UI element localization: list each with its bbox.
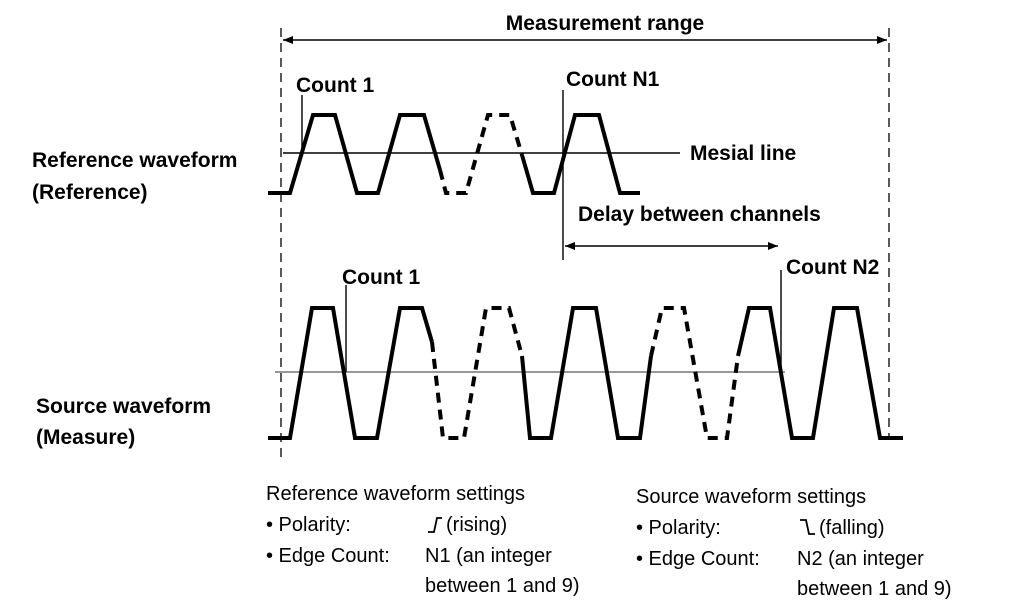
src-polarity-value: (falling) [819, 517, 885, 539]
reference-waveform-dashed [438, 113, 524, 195]
mesial-line-label: Mesial line [690, 142, 796, 165]
delay-label: Delay between channels [578, 203, 821, 226]
src-edge-count-value-2: between 1 and 9) [797, 578, 952, 600]
source-waveform-solid-3 [736, 306, 903, 440]
ref-edge-count-value-1: N1 (an integer [425, 545, 552, 567]
count1-src-label: Count 1 [342, 266, 420, 289]
ref-polarity-value: (rising) [446, 514, 507, 536]
ref-polarity-label: • Polarity: [266, 514, 351, 536]
ref-settings-title: Reference waveform settings [266, 483, 525, 505]
reference-waveform-solid-2 [520, 113, 640, 195]
rising-edge-icon [428, 517, 442, 533]
src-settings-title: Source waveform settings [636, 486, 866, 508]
reference-waveform-solid-1 [268, 113, 442, 195]
countN2-label: Count N2 [786, 256, 879, 279]
measurement-range-label: Measurement range [506, 12, 704, 35]
ref-edge-count-label: • Edge Count: [266, 545, 390, 567]
source-waveform-dashed-2 [649, 306, 740, 440]
source-waveform-dashed-1 [430, 306, 524, 440]
ref-edge-count-value-2: between 1 and 9) [425, 575, 580, 597]
count1-ref-label: Count 1 [296, 74, 374, 97]
countN1-label: Count N1 [566, 68, 660, 91]
source-waveform-solid-2 [520, 306, 653, 440]
source-paren-label: (Measure) [36, 426, 135, 449]
src-edge-count-label: • Edge Count: [636, 548, 760, 570]
source-waveform-solid-1 [268, 306, 434, 440]
reference-waveform-label: Reference waveform [32, 149, 237, 172]
src-polarity-label: • Polarity: [636, 517, 721, 539]
falling-edge-icon [800, 519, 815, 535]
source-waveform-label: Source waveform [36, 395, 211, 418]
reference-paren-label: (Reference) [32, 181, 148, 204]
src-edge-count-value-1: N2 (an integer [797, 548, 924, 570]
